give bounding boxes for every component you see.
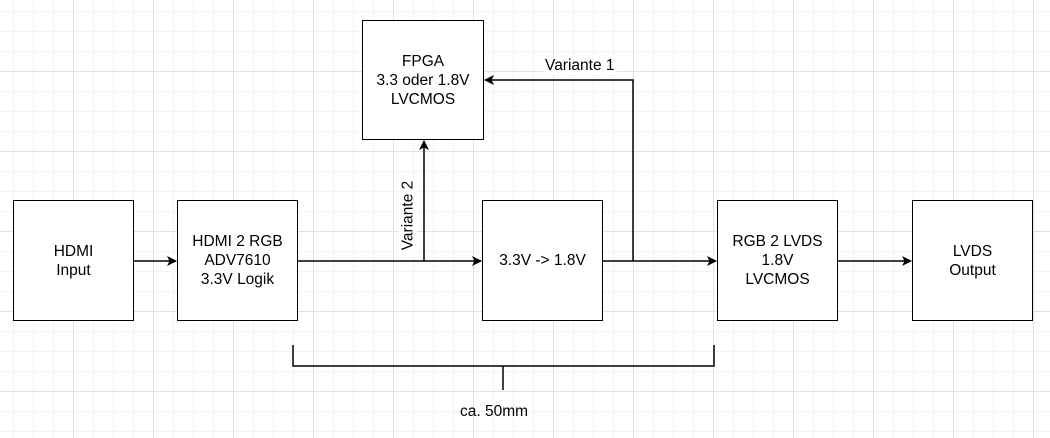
- block-label: FPGA: [401, 52, 445, 70]
- block-label: HDMI 2 RGB: [192, 233, 283, 250]
- block-label: 3.3 oder 1.8V: [376, 71, 470, 89]
- variante2-label: Variante 2: [398, 178, 418, 253]
- block-label: 3.3V Logik: [200, 271, 275, 288]
- distance-label: ca. 50mm: [460, 403, 529, 420]
- block-label: Input: [56, 261, 91, 279]
- rgb2lvds-block: RGB 2 LVDS 1.8V LVCMOS: [717, 200, 838, 321]
- adv7610-block: HDMI 2 RGB ADV7610 3.3V Logik: [177, 200, 298, 321]
- arrow-variante1-to-fpga: [484, 75, 634, 261]
- level-shifter-block: 3.3V -> 1.8V: [482, 200, 603, 321]
- block-label: Output: [949, 261, 996, 279]
- block-label: LVDS: [952, 242, 993, 260]
- block-label: 3.3V -> 1.8V: [499, 252, 586, 269]
- block-label: LVCMOS: [390, 90, 456, 108]
- variante1-label: Variante 1: [543, 56, 617, 75]
- distance-bracket: [292, 345, 715, 367]
- block-label: 1.8V: [761, 252, 794, 269]
- fpga-block: FPGA 3.3 oder 1.8V LVCMOS: [362, 20, 484, 140]
- hdmi-input-block: HDMI Input: [13, 200, 134, 321]
- block-label: ADV7610: [204, 252, 271, 269]
- block-label: HDMI: [53, 242, 94, 260]
- block-label: LVCMOS: [745, 271, 810, 288]
- block-label: RGB 2 LVDS: [732, 233, 823, 250]
- lvds-output-block: LVDS Output: [912, 200, 1033, 321]
